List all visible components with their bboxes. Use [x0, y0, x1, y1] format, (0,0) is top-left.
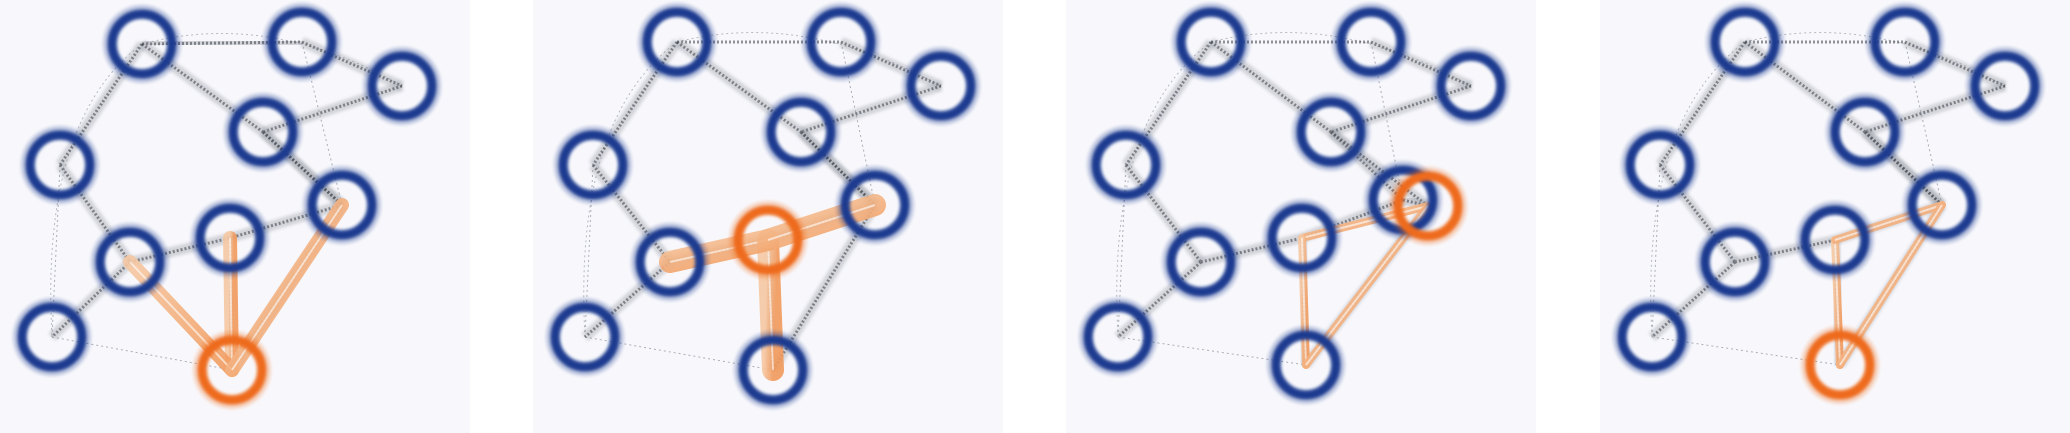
- graph-node: [1083, 302, 1153, 372]
- graph-edge: [55, 162, 135, 265]
- highlight-edge-shine: [1301, 237, 1307, 366]
- graph-node: [1267, 203, 1337, 273]
- graph-node: [1830, 97, 1900, 167]
- graph-node: [1176, 7, 1246, 77]
- graph-svg-3: [1079, 3, 1510, 404]
- graph-edge: [1902, 37, 2008, 91]
- graph-node: [25, 130, 95, 200]
- graph-panel-3: [1066, 0, 1536, 433]
- graph-node: [558, 130, 628, 200]
- graph-edge-core: [799, 130, 877, 207]
- highlighted-node: [197, 335, 267, 405]
- graph-panel-4: [1600, 0, 2070, 433]
- faint-edge: [51, 164, 61, 338]
- graph-edge-core: [1330, 84, 1472, 134]
- graph-svg-2: [546, 3, 980, 409]
- graph-edge: [1368, 37, 1474, 91]
- graph-edge-core: [1210, 40, 1332, 134]
- graph-edge: [299, 37, 405, 91]
- graph-node: [1710, 7, 1780, 77]
- graph-edge-core: [1864, 84, 2006, 134]
- graph-node: [1166, 227, 1236, 297]
- graph-edge-core: [229, 203, 343, 240]
- graph-node: [1625, 130, 1695, 200]
- graph-edge-core: [1744, 40, 1866, 134]
- graph-node: [840, 170, 910, 240]
- graph-edge: [48, 258, 134, 341]
- faint-edge: [1117, 164, 1127, 338]
- highlighted-node: [1805, 330, 1875, 400]
- graph-node: [1907, 170, 1977, 240]
- graph-node: [766, 97, 836, 167]
- graph-edge-core: [1658, 41, 1747, 166]
- graph-node: [1970, 51, 2040, 121]
- graph-edge-core: [262, 84, 403, 134]
- graph-node: [1336, 7, 1406, 77]
- graph-edge-core: [1116, 260, 1203, 339]
- highlight-edge-shine: [1834, 204, 1943, 241]
- graph-node: [267, 7, 337, 77]
- graph-edge-core: [591, 164, 672, 263]
- graph-node: [228, 97, 298, 167]
- graph-node: [806, 7, 876, 77]
- graph-edge-core: [141, 42, 264, 134]
- graph-panel-1: [0, 0, 470, 433]
- highlighted-node: [733, 205, 803, 275]
- graph-edge-core: [261, 130, 344, 207]
- graph-node: [1296, 97, 1366, 167]
- graph-node: [1700, 227, 1770, 297]
- graph-svg-1: [13, 3, 441, 409]
- graph-node: [107, 9, 177, 79]
- graph-edge-core: [1734, 238, 1836, 264]
- graph-edge-core: [1200, 236, 1303, 264]
- faint-edge: [584, 164, 594, 338]
- graph-node: [906, 51, 976, 121]
- graph-edge-core: [1124, 41, 1213, 166]
- graph-node: [1870, 7, 1940, 77]
- graph-edge-core: [58, 43, 144, 166]
- graph-edge-core: [1658, 164, 1737, 263]
- graph-edge: [838, 37, 944, 91]
- graph-edge-core: [1863, 130, 1944, 207]
- graph-edge: [1733, 235, 1837, 267]
- highlight-edge-shine: [1301, 205, 1429, 239]
- highlight-edge-shine: [767, 239, 774, 371]
- highlight-edge-shine: [229, 237, 233, 371]
- graph-node: [195, 203, 265, 273]
- graph-node: [95, 227, 165, 297]
- graph-node: [17, 302, 87, 372]
- graph-edge-core: [591, 41, 679, 166]
- graph-node: [1091, 130, 1161, 200]
- graph-node: [642, 7, 712, 77]
- highlight-edge-shine: [1834, 239, 1841, 366]
- graph-node: [1800, 205, 1870, 275]
- graph-edge-core: [1650, 260, 1737, 339]
- faint-edge: [1651, 164, 1661, 338]
- graph-node: [738, 335, 808, 405]
- highlight-edge-shine: [129, 261, 233, 371]
- graph-node: [550, 302, 620, 372]
- graph-node: [307, 170, 377, 240]
- graph-edge-core: [800, 84, 942, 134]
- graph-node: [1617, 302, 1687, 372]
- graph-edge-core: [1124, 164, 1203, 263]
- graph-edge: [1208, 38, 1334, 136]
- highlight-edge-shine: [767, 204, 876, 241]
- graph-edge-core: [584, 260, 671, 339]
- graph-svg-4: [1613, 3, 2044, 404]
- graph-node: [1436, 51, 1506, 121]
- graph-edge-core: [129, 236, 231, 264]
- graph-node: [635, 227, 705, 297]
- highlight-edge-shine: [669, 239, 769, 263]
- graph-edge: [588, 39, 682, 168]
- graph-panel-2: [533, 0, 1003, 433]
- highlighted-node: [1393, 171, 1463, 241]
- graph-node: [1271, 330, 1341, 400]
- graph-edge: [1742, 38, 1868, 136]
- graph-node: [367, 51, 437, 121]
